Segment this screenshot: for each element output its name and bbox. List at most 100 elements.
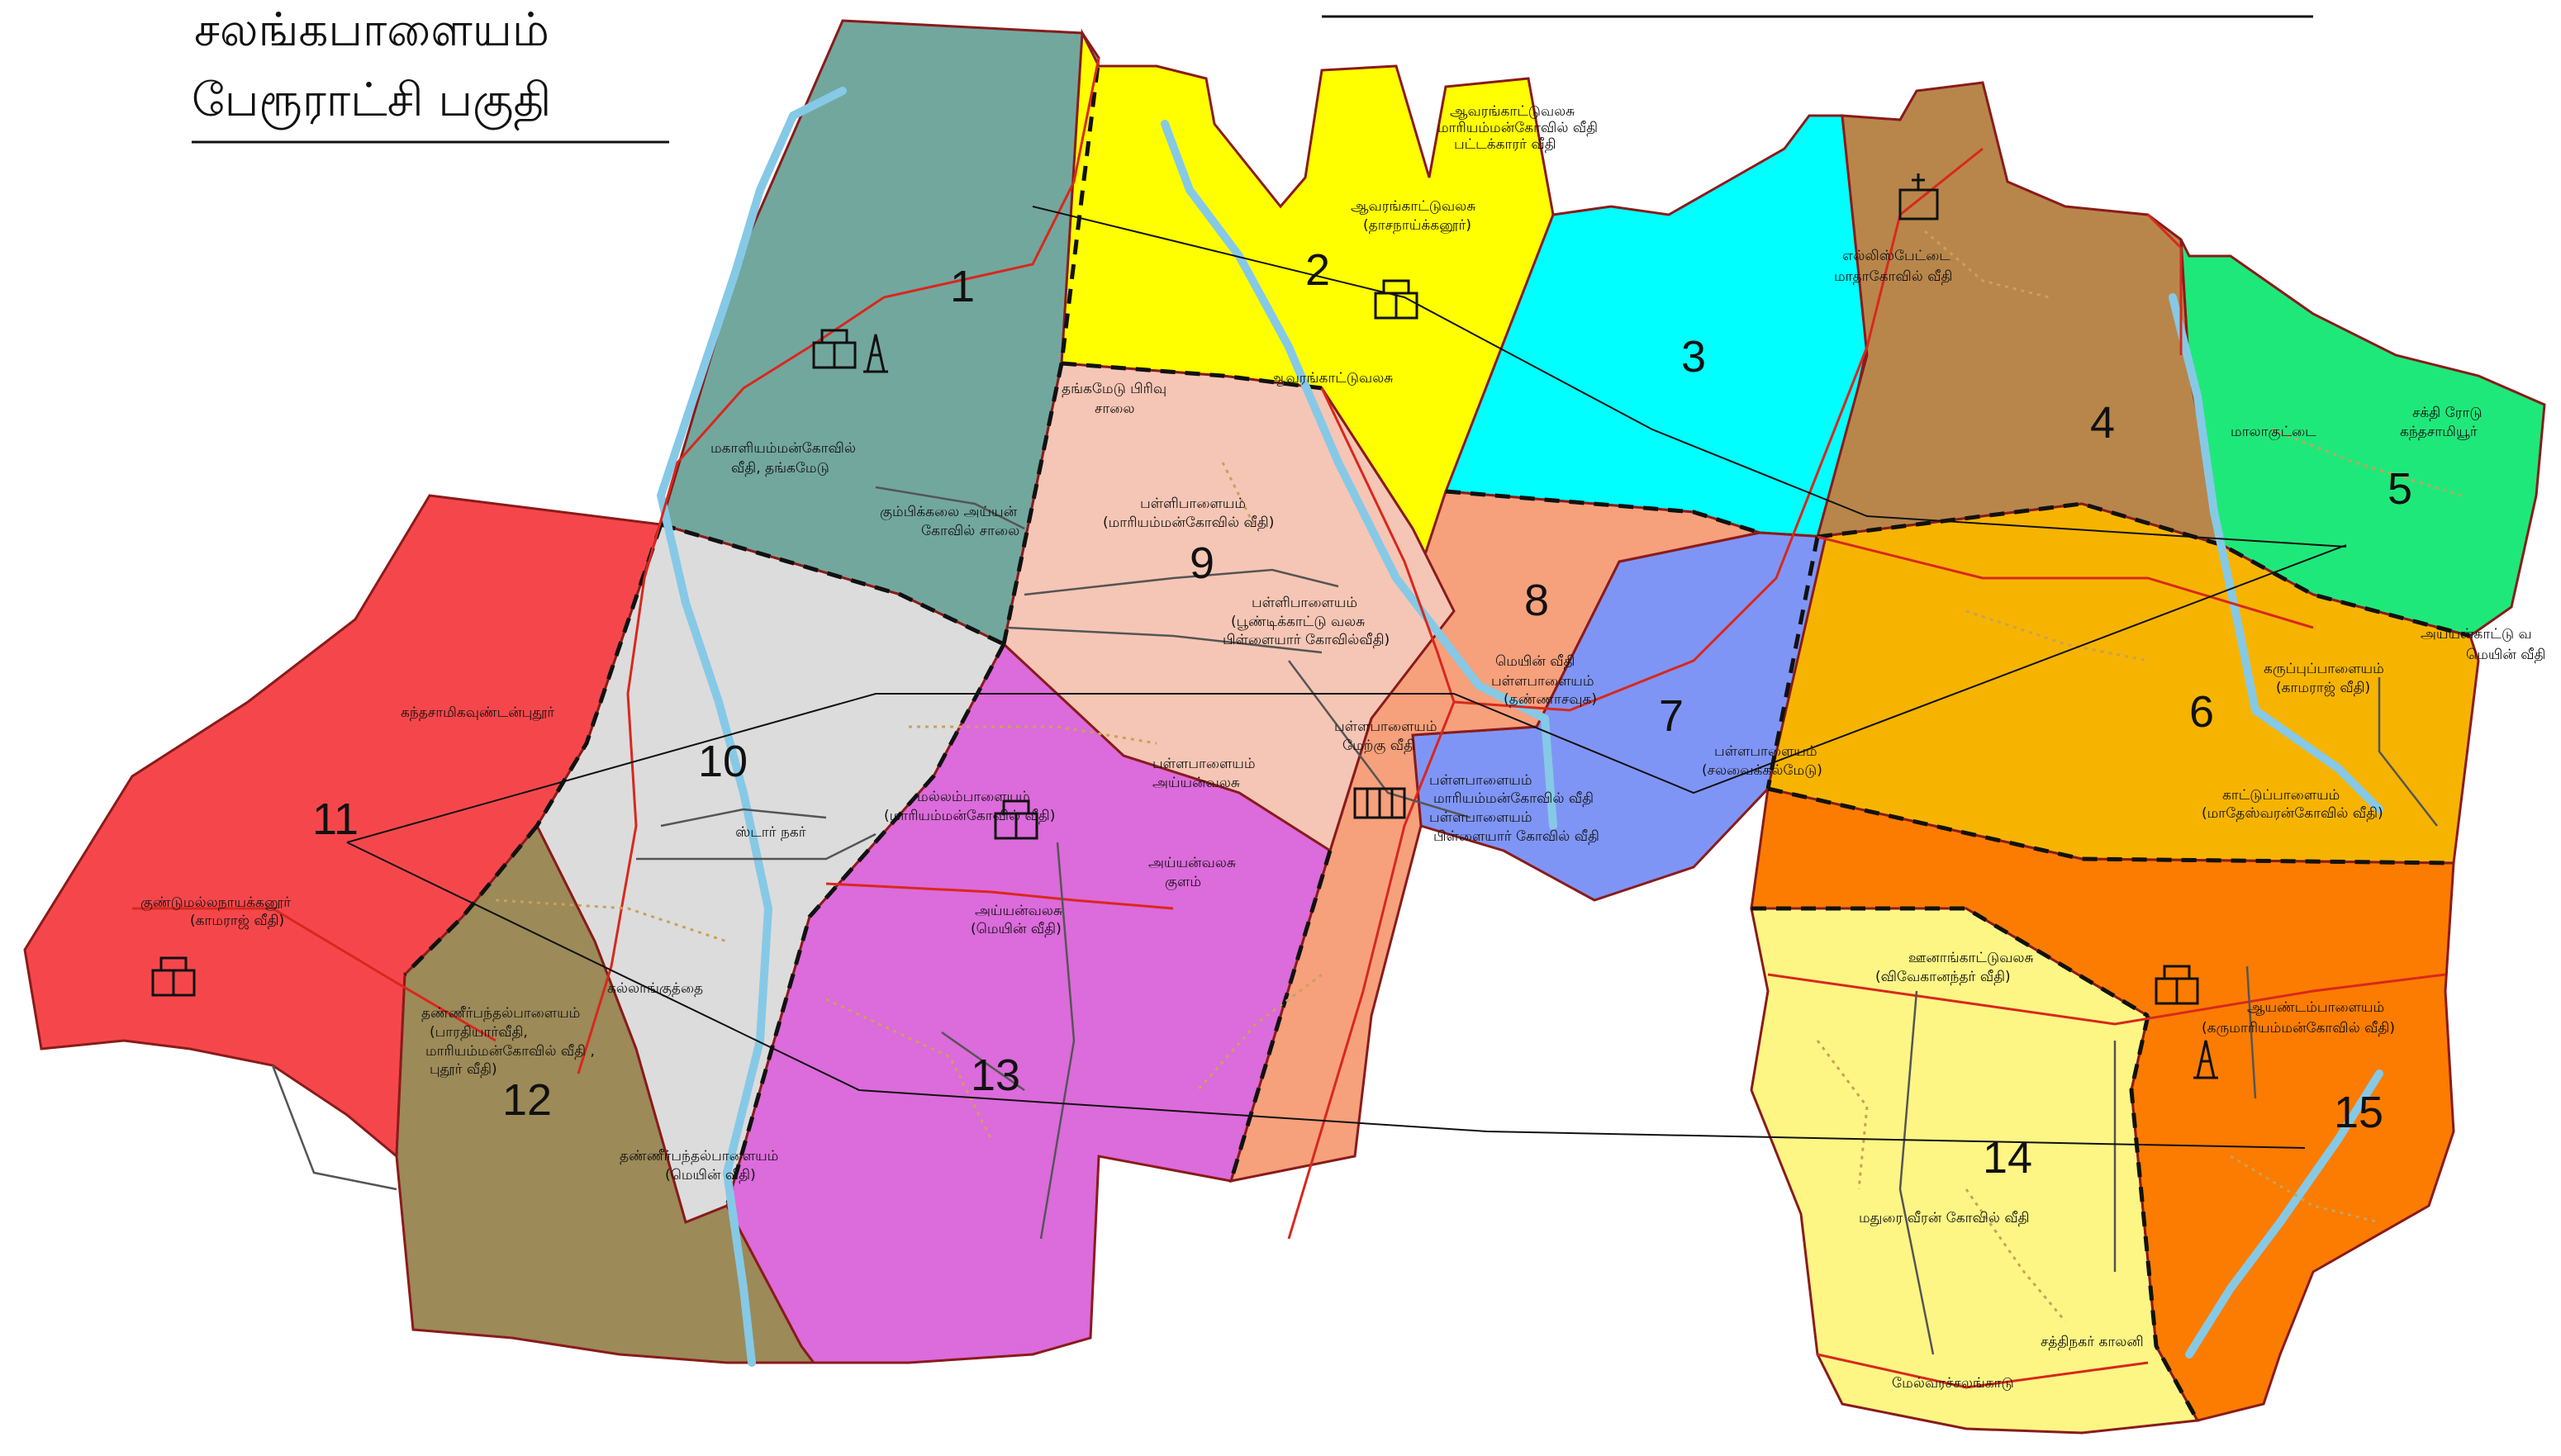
church-icon-4 [1898,173,1939,221]
place-labels: ஆவரங்காட்டுவலசு மாரியம்மன்கோவில் வீதி பட… [140,103,2545,1392]
ward-area-15[interactable] [1750,787,2455,1422]
temple-icon-11 [151,956,196,997]
ward-number-2: 2 [1305,245,1330,295]
place-label: பட்டக்காரர் வீதி [1454,136,1556,153]
temple-icon-15 [2155,965,2199,1005]
place-label: மகாளியம்மன்கோவில் [710,440,856,457]
place-label: கருப்புப்பாளையம் [2264,661,2384,677]
place-label: ஆவரங்காட்டுவலசு [1450,103,1575,120]
river-line [657,87,847,1367]
ward-area-13[interactable] [725,642,1332,1364]
place-label: (தாசநாய்க்கனூர்) [1363,217,1471,234]
place-label: தண்ணீர்பந்தல்பாளையம் [421,1005,580,1022]
ward-number-4: 4 [2090,398,2115,448]
place-label: அய்யன்வலசு [975,903,1062,919]
ward-number-6: 6 [2189,687,2214,737]
place-label: (பூண்டிக்காட்டு வலசு [1231,614,1365,630]
ward-number-8: 8 [1524,576,1549,625]
place-label: (மாரியம்மன்கோவில் வீதி) [884,808,1055,824]
place-label: குண்டுமல்லநாயக்கனூர் [140,894,291,911]
place-label: பள்ளபாளையம் [1714,743,1817,760]
place-label: கந்தசாமியூர் [2400,424,2478,440]
tower-icon-1 [863,334,888,373]
place-label: பள்ளபாளையம் [1429,772,1532,789]
river-line-3 [2169,293,2383,813]
place-label: அய்யன்வலசு [1148,855,1236,871]
place-label: (கருமாரியம்மன்கோவில் வீதி) [2202,1020,2395,1036]
place-label: மேல்வரச்சலங்காடு [1892,1375,2014,1392]
place-label: பள்ளபாளையம் [1152,756,1256,772]
place-label: மாதாகோவில் வீதி [1834,268,1952,285]
river-line-4 [2185,1069,2383,1359]
place-label: (சலவைக்கல்மேடு) [1702,762,1822,779]
place-label: அய்யன்காட்டு வ [2421,626,2532,643]
place-label: கும்பிக்கலை அய்யன் [880,504,1018,520]
place-label: பள்ளபாளையம் [1491,673,1594,690]
roads [132,57,2446,1389]
place-label: மாரியம்மன்கோவில் வீதி [1433,790,1594,807]
place-label: எல்லிஸ்பேட்டை [1842,248,1950,264]
ward-area-12[interactable] [395,823,816,1364]
ward-number-10: 10 [698,737,748,786]
place-label: சாலை [1095,401,1135,417]
place-label: பிள்ளையார் கோவில்வீதி) [1223,632,1390,648]
streets [271,486,2438,1355]
ward-number-14: 14 [1983,1133,2032,1183]
ward-number-5: 5 [2388,464,2412,514]
tracks [495,230,2463,1322]
map-title-line1: சலங்கபாளையம் [194,3,549,57]
place-label: ஊனாங்காட்டுவலசு [1908,950,2034,966]
place-label: பள்ளிபாளையம் [1140,496,1246,512]
place-label: பள்ளபாளையம் [1429,809,1532,826]
place-label: (காமராஜ் வீதி) [2276,680,2370,697]
place-label: ஆயண்டம்பாளையம் [2247,999,2384,1016]
place-label: ஆவரங்காட்டுவலசு [1351,198,1475,215]
place-label: புதூர் வீதி) [430,1061,497,1078]
place-label: ஸ்டார் நகர் [735,824,806,841]
market-icon-center [1353,787,1406,819]
place-label: தண்ணீர்பந்தல்பாளையம் [620,1148,778,1164]
place-label: பிள்ளையார் கோவில் வீதி [1433,828,1599,845]
ward-number-15: 15 [2334,1088,2383,1137]
place-label: ஆவரங்காட்டுவலசு [1268,370,1393,387]
place-label: பள்ளிபாளையம் [1252,595,1357,611]
place-label: (மெயின் வீதி) [665,1167,756,1183]
place-label: சக்தி ரோடு [2412,405,2483,421]
place-label: கோவில் சாலை [921,523,1019,539]
ward-number-7: 7 [1659,691,1684,741]
place-label: மெயின் வீதி [2466,647,2545,663]
place-label: குளம் [1165,874,1201,890]
leader-lines [346,206,2347,1149]
place-label: அய்யன்வலசு [1152,775,1240,791]
place-label: பள்ளபாளையம் [1334,719,1437,735]
place-label: (மாரியம்மன்கோவில் வீதி) [1103,515,1274,531]
ward-boundaries [403,57,2471,1422]
place-label: மதுரை வீரன் கோவில் வீதி [1859,1210,2030,1226]
place-label: காட்டுப்பாளையம் [2222,787,2340,804]
ward-numbers: 1 2 3 4 5 6 7 8 9 10 11 12 13 14 15 [312,245,2412,1183]
place-label: (பாரதியார்வீதி, [430,1024,528,1041]
place-label: (விவேகானந்தர் வீதி) [1875,969,2011,985]
ward-number-12: 12 [502,1075,552,1125]
place-label: கந்தசாமிகவுண்டன்புதூர் [401,704,554,721]
ward-number-11: 11 [312,794,359,844]
place-label: கல்லாங்குத்தை [607,980,703,997]
ward-polygons [23,19,2546,1435]
place-label: மாலாகுட்டை [2231,424,2316,440]
temple-icon-13 [994,799,1038,840]
place-label: மல்லம்பாளையம் [917,789,1030,805]
place-label: மாரியம்மன்கோவில் வீதி [1437,120,1598,136]
place-label: (தண்ணாசவுக) [1504,691,1597,708]
place-label: மேற்கு வீதி [1342,737,1415,754]
temple-icon-1 [812,329,857,369]
ward-area-4[interactable] [1815,81,2224,548]
place-label: சத்திநகர் காலனி [2041,1334,2144,1350]
ward-number-9: 9 [1190,538,1214,588]
place-label: மாரியம்மன்கோவில் வீதி , [425,1043,595,1060]
place-label: மெயின் வீதி [1495,653,1575,670]
place-label: (காமராஜ் வீதி) [190,913,284,930]
ward-number-13: 13 [971,1051,1020,1100]
place-label: (மெயின் வீதி) [971,921,1062,937]
place-label: (மாதேஸ்வரன்கோவில் வீதி) [2202,805,2383,822]
